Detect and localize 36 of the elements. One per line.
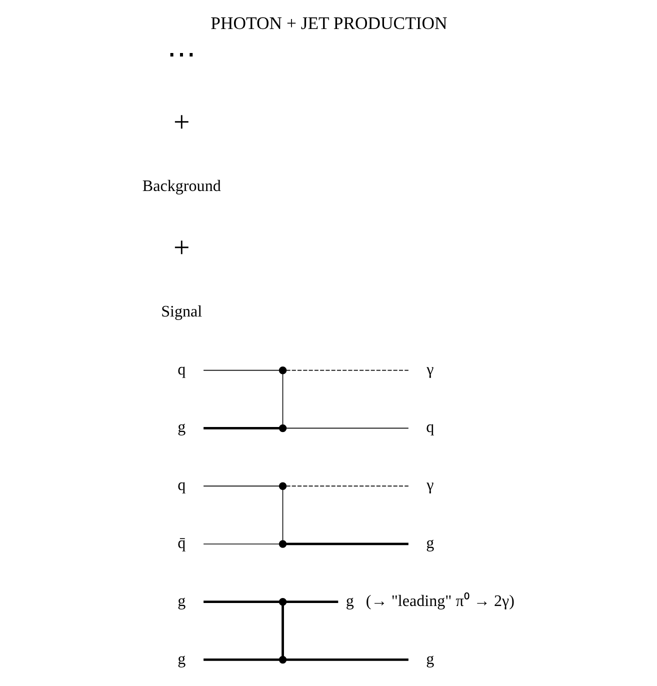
node-text: g — [426, 534, 434, 552]
diagram-title: PHOTON + JET PRODUCTION — [210, 13, 447, 34]
node-text: g — [177, 419, 186, 436]
connector — [203, 427, 279, 430]
node-circle — [278, 366, 286, 374]
node-text: γ — [426, 477, 434, 494]
label: Background — [142, 178, 220, 196]
node-text: g — [177, 592, 186, 610]
node-text: g — [426, 650, 434, 668]
label: + — [172, 232, 190, 264]
node-text: g (→ "leading" π⁰ → 2γ) — [345, 592, 514, 610]
node-circle — [278, 656, 286, 664]
connector — [286, 600, 338, 604]
connector — [282, 489, 283, 541]
label: + — [172, 106, 190, 138]
node-circle — [278, 424, 286, 432]
connector — [281, 605, 284, 656]
connector — [285, 428, 408, 429]
node-text: q — [177, 477, 186, 494]
label: ⋯ — [166, 38, 196, 71]
node-text: g — [177, 650, 186, 668]
label: Signal — [160, 303, 202, 320]
node-text: q — [177, 361, 186, 378]
node-circle — [278, 540, 286, 548]
connector — [285, 370, 408, 371]
connector — [203, 600, 279, 604]
connector — [203, 658, 279, 661]
connector — [286, 542, 408, 546]
node-circle — [278, 598, 286, 606]
node-text: γ — [426, 361, 434, 378]
node-text: q — [426, 419, 434, 436]
node-text: q̄ — [177, 534, 186, 552]
connector — [282, 374, 283, 425]
connector — [202, 370, 280, 371]
node-circle — [278, 482, 286, 490]
connector — [286, 658, 408, 661]
